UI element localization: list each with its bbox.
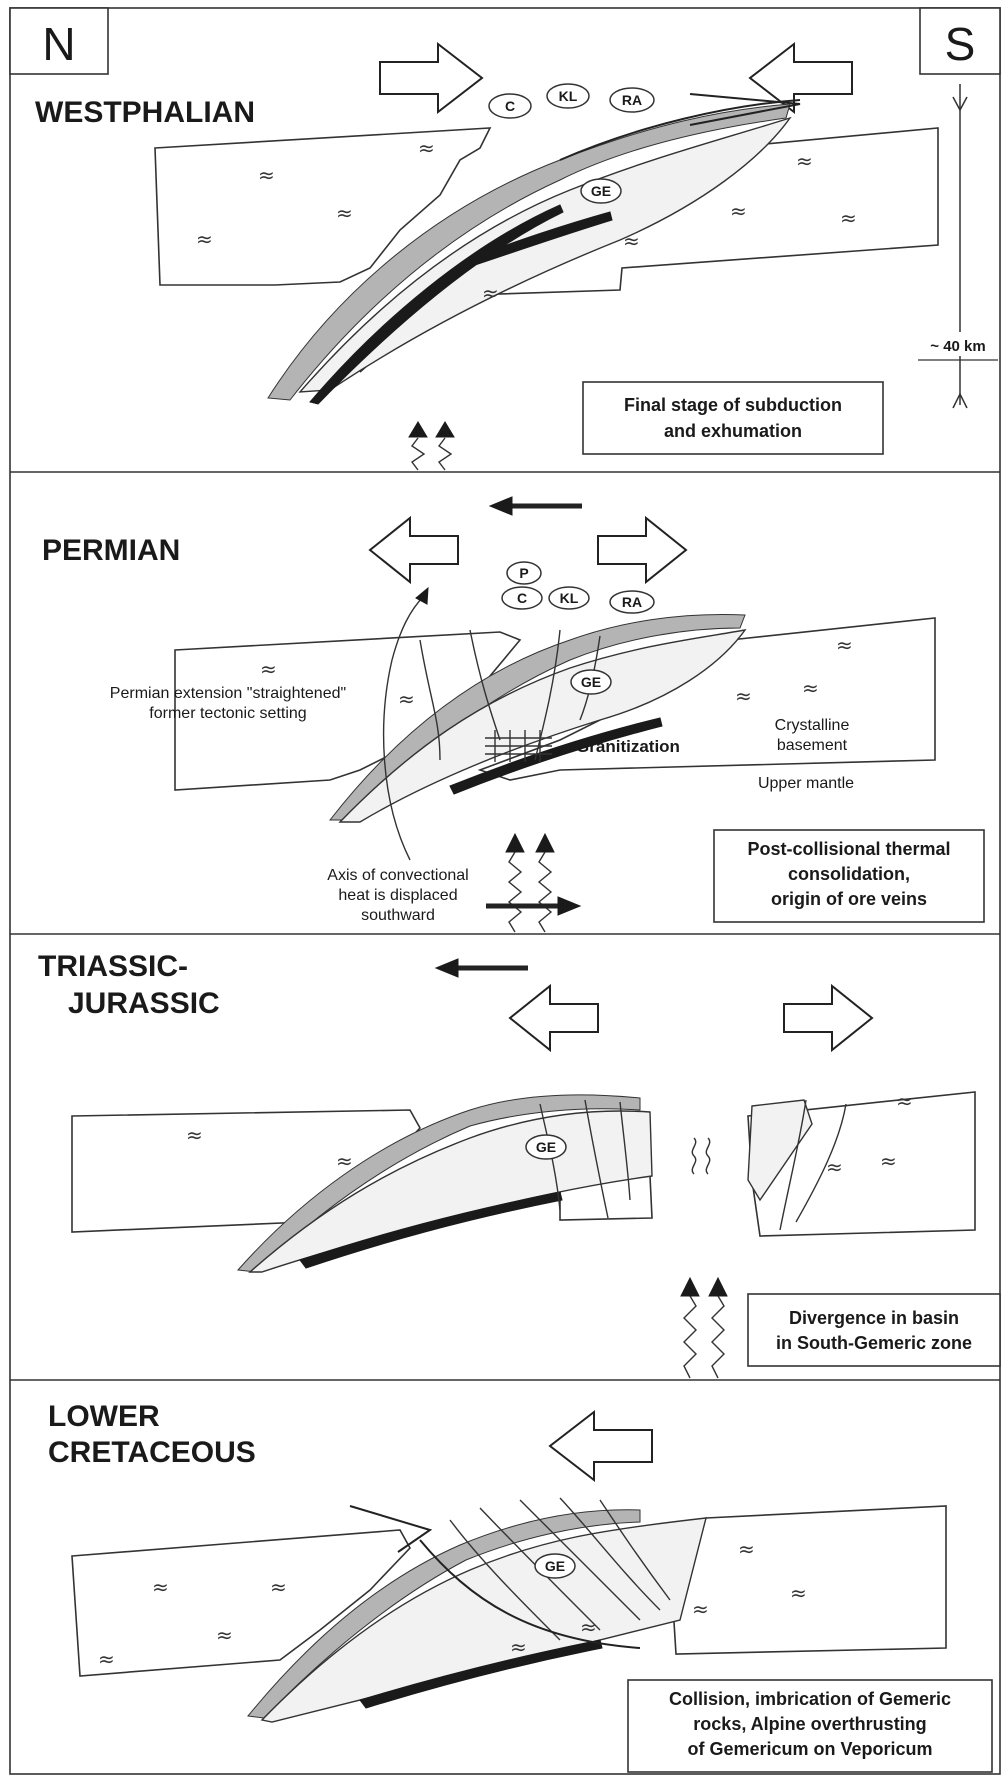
unit-label: KL [559,88,578,104]
heat-arrows [506,834,554,932]
unit-label: C [505,98,515,114]
basement-symbol: ≈ [260,657,277,681]
extension-curved-arrowhead [416,588,428,604]
unit-label: KL [560,590,579,606]
southward-shift-arrow [558,897,580,915]
basement-symbol: ≈ [692,1597,709,1621]
panel-westphalian: WESTPHALIAN C KL RA GE ≈ ≈ ≈ ≈ ≈ ≈ ≈ ≈ ≈ [35,44,938,470]
basement-symbol: ≈ [735,684,752,708]
panel-triassic-jurassic: TRIASSIC- JURASSIC GE ≈ ≈ ≈ ≈ ≈ [38,950,1000,1378]
basement-symbol: ≈ [790,1581,807,1605]
panel-title: TRIASSIC- [38,950,188,983]
basement-symbol: ≈ [896,1089,913,1113]
westward-shift-arrow [436,959,458,977]
unit-label: GE [581,674,601,690]
basement-symbol: ≈ [398,687,415,711]
caption-box [583,382,883,454]
basement-symbol: ≈ [880,1149,897,1173]
panel-permian: PERMIAN P C KL RA GE Permian extension "… [42,497,984,932]
basement-symbol: ≈ [216,1623,233,1647]
scale-label: ~ 40 km [930,338,985,355]
basement-symbol: ≈ [336,1149,353,1173]
south-label-box: S [920,8,1000,74]
panel-title: LOWER [48,1400,160,1433]
basement-symbol: ≈ [623,229,640,253]
basement-symbol: ≈ [840,206,857,230]
basement-symbol: ≈ [738,1537,755,1561]
north-label-box: N [10,8,108,74]
north-label: N [42,18,75,70]
upper-mantle-label: Upper mantle [758,775,854,792]
basement-symbol: ≈ [270,1575,287,1599]
caption-line: consolidation, [788,864,910,884]
south-label: S [945,18,976,70]
basement-block-north [155,128,490,285]
basement-symbol: ≈ [258,163,275,187]
heat-axis-note-line: southward [361,907,435,924]
basement-symbol: ≈ [152,1575,169,1599]
basement-symbol: ≈ [186,1123,203,1147]
caption-line: Final stage of subduction [624,395,842,415]
crystalline-basement-label: basement [777,737,848,754]
unit-label: P [519,565,528,581]
basement-symbol: ≈ [482,281,499,305]
extension-note-line: Permian extension "straightened" [110,685,346,702]
panel-title: CRETACEOUS [48,1436,256,1469]
extension-arrow-left [370,518,458,582]
unit-label: RA [622,594,642,610]
panel-lower-cretaceous: LOWER CRETACEOUS GE ≈ ≈ ≈ ≈ ≈ ≈ ≈ ≈ ≈ Co… [48,1400,992,1772]
heat-axis-note-line: Axis of convectional [327,867,468,884]
extension-arrow-right [598,518,686,582]
basement-symbol: ≈ [796,149,813,173]
caption-line: Divergence in basin [789,1308,959,1328]
caption-line: Collision, imbrication of Gemeric [669,1689,951,1709]
basement-block-south [672,1506,946,1654]
caption-line: and exhumation [664,421,802,441]
unit-label: GE [545,1558,565,1574]
basement-symbol: ≈ [580,1615,597,1639]
basement-symbol: ≈ [336,201,353,225]
heat-arrows [681,1278,727,1378]
basement-symbol: ≈ [826,1155,843,1179]
crystalline-basement-label: Crystalline [775,717,850,734]
granitization-label: Granitization [576,737,680,756]
basement-symbol: ≈ [98,1647,115,1671]
divergence-arrow-left [510,986,598,1050]
divergence-arrow-right [784,986,872,1050]
caption-box [748,1294,1000,1366]
unit-label: GE [591,183,611,199]
caption-line: origin of ore veins [771,889,927,909]
panel-title: PERMIAN [42,534,180,567]
compression-arrow-right [380,44,482,112]
basement-symbol: ≈ [802,676,819,700]
compression-arrow-left [550,1412,652,1480]
caption-line: of Gemericum on Veporicum [687,1739,932,1759]
extension-note-line: former tectonic setting [149,705,306,722]
basement-symbol: ≈ [418,136,435,160]
heat-arrows [409,422,454,470]
basement-symbol: ≈ [836,633,853,657]
caption-line: in South-Gemeric zone [776,1333,972,1353]
panel-title: JURASSIC [68,987,220,1020]
basement-symbol: ≈ [196,227,213,251]
caption-line: Post-collisional thermal [747,839,950,859]
unit-label: RA [622,92,642,108]
unit-label: GE [536,1139,556,1155]
divergence-gap-symbol [692,1138,709,1174]
unit-label: C [517,590,527,606]
basement-symbol: ≈ [730,199,747,223]
basement-symbol: ≈ [510,1635,527,1659]
heat-axis-note-line: heat is displaced [338,887,457,904]
westward-shift-arrow [490,497,512,515]
caption-line: rocks, Alpine overthrusting [693,1714,926,1734]
panel-title: WESTPHALIAN [35,96,255,129]
